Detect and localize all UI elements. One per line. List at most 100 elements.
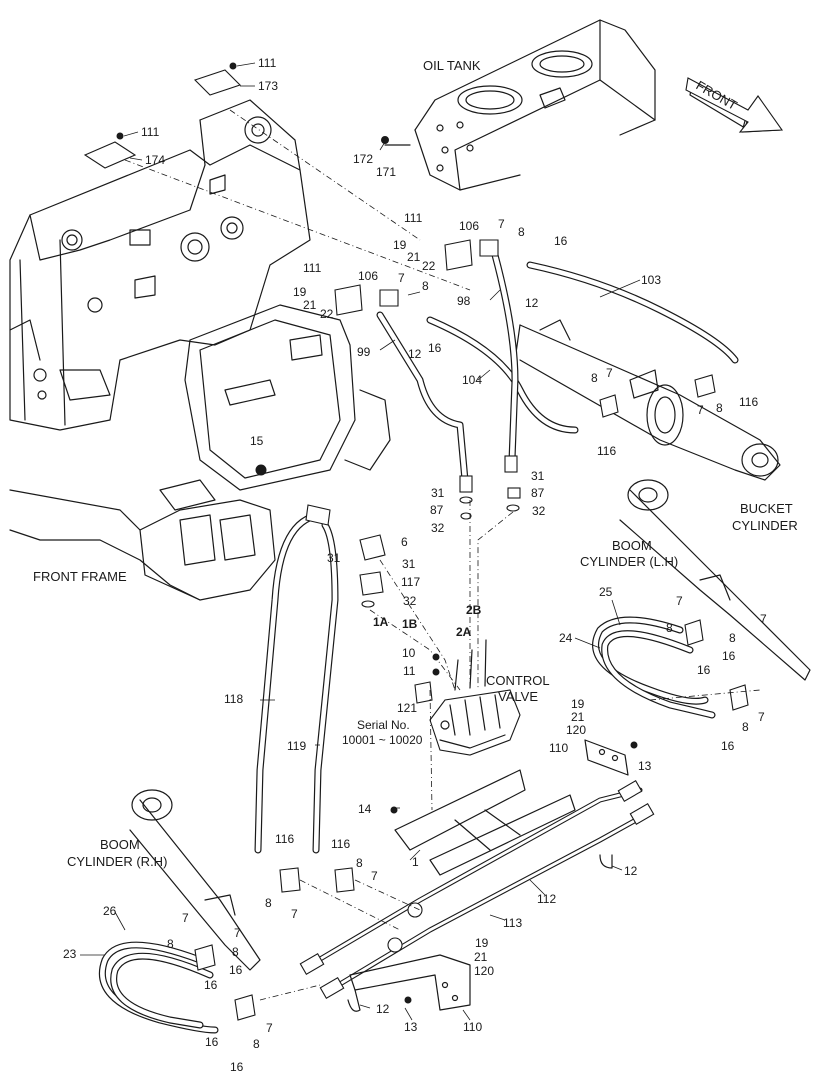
callout-number: 1 xyxy=(412,855,419,869)
callout-number: 12 xyxy=(624,864,638,878)
callout-number: 8 xyxy=(265,896,272,910)
callout-number: 121 xyxy=(397,701,417,715)
callout-number: 24 xyxy=(559,631,573,645)
callout-number: 116 xyxy=(275,832,294,846)
callout-number: 12 xyxy=(376,1002,390,1016)
callout-number: 111 xyxy=(404,211,423,225)
pipe-clamp-bracket-lower xyxy=(347,954,471,1012)
callout-number: 10 xyxy=(402,646,416,660)
callout-number: 117 xyxy=(401,575,420,589)
callout-number: 8 xyxy=(356,856,363,870)
callout-number: 22 xyxy=(320,307,334,321)
front-frame-title: FRONT FRAME xyxy=(33,569,127,584)
boom-cylinder-lh-drawing xyxy=(619,479,811,681)
callout-number: 8 xyxy=(742,720,749,734)
callout-number: 7 xyxy=(498,217,505,231)
front-frame-drawing xyxy=(9,99,391,601)
callout-number: 19 xyxy=(571,697,585,711)
callout-number: 8 xyxy=(729,631,736,645)
callout-number: 21 xyxy=(474,950,488,964)
callout-number: 16 xyxy=(428,341,442,355)
callout-number: 8 xyxy=(232,945,239,959)
callout-number: 116 xyxy=(739,395,758,409)
callout-number: 19 xyxy=(475,936,489,950)
callout-number: 16 xyxy=(204,978,218,992)
callout-number: 32 xyxy=(431,521,445,535)
callout-number: 171 xyxy=(376,165,396,179)
callout-number: 87 xyxy=(430,503,444,517)
callout-number: 112 xyxy=(537,892,556,906)
callout-number: 8 xyxy=(167,937,174,951)
callout-number: 120 xyxy=(566,723,586,737)
serial-number-range: 10001 ~ 10020 xyxy=(342,733,423,747)
callout-number: 7 xyxy=(371,869,378,883)
callout-number: 11 xyxy=(403,664,416,678)
callout-number: 7 xyxy=(182,911,189,925)
callout-number: 16 xyxy=(230,1060,244,1074)
callout-number: 16 xyxy=(554,234,568,248)
callout-number: 116 xyxy=(331,837,350,851)
callout-number: 13 xyxy=(638,759,652,773)
callout-number: 7 xyxy=(758,710,765,724)
callout-number: 7 xyxy=(398,271,405,285)
callout-number: 113 xyxy=(503,916,522,930)
callout-number: 7 xyxy=(676,594,683,608)
callout-number: 31 xyxy=(531,469,545,483)
boom-cylinder-lh-title-2: CYLINDER (L.H) xyxy=(580,554,678,569)
front-direction-arrow xyxy=(685,77,784,133)
callout-number: 7 xyxy=(291,907,298,921)
callout-number: 15 xyxy=(250,434,264,448)
callout-number: 111 xyxy=(303,261,322,275)
callout-number: 172 xyxy=(353,152,373,166)
callout-number: 106 xyxy=(459,219,479,233)
callout-number: 13 xyxy=(404,1020,418,1034)
callout-number: 31 xyxy=(431,486,445,500)
bucket-cylinder-title-2: CYLINDER xyxy=(732,518,798,533)
callout-number: 31 xyxy=(327,551,341,565)
bucket-cylinder-drawing xyxy=(514,319,781,481)
control-valve-title-2: VALVE xyxy=(498,689,538,704)
callout-number: 12 xyxy=(525,296,539,310)
callout-number: 21 xyxy=(407,250,421,264)
callout-number: 21 xyxy=(571,710,585,724)
pipe-clamp-bracket-right xyxy=(584,739,629,869)
callout-number: 7 xyxy=(606,366,613,380)
callout-number: 111 xyxy=(141,125,160,139)
callout-number: 8 xyxy=(666,621,673,635)
callout-number: 8 xyxy=(518,225,525,239)
callout-number: 26 xyxy=(103,904,117,918)
callout-number: 32 xyxy=(532,504,546,518)
oil-tank-title: OIL TANK xyxy=(423,58,481,73)
callout-number: 31 xyxy=(402,557,416,571)
callout-number: 7 xyxy=(760,612,767,626)
port-label-2a: 2A xyxy=(456,625,472,639)
callout-number: 104 xyxy=(462,373,482,387)
callout-number: 110 xyxy=(549,741,568,755)
serial-number-label: Serial No. xyxy=(357,718,410,732)
callout-number: 14 xyxy=(358,802,372,816)
reference-lines xyxy=(124,109,761,1001)
port-label-1a: 1A xyxy=(373,615,389,629)
callout-number: 23 xyxy=(63,947,77,961)
callout-number: 87 xyxy=(531,486,545,500)
callout-number: 110 xyxy=(463,1020,482,1034)
callout-number: 16 xyxy=(229,963,243,977)
valve-bracket-drawing xyxy=(394,769,576,876)
port-label-1b: 1B xyxy=(402,617,418,631)
boom-cylinder-lh-title-1: BOOM xyxy=(612,538,652,553)
leader-lines xyxy=(80,62,641,1021)
bucket-cylinder-title-1: BUCKET xyxy=(740,501,793,516)
callout-number: 120 xyxy=(474,964,494,978)
callout-number: 16 xyxy=(205,1035,219,1049)
fittings xyxy=(83,62,749,1021)
boom-cylinder-rh-title-2: CYLINDER (R.H) xyxy=(67,854,167,869)
callout-number: 12 xyxy=(408,347,422,361)
callout-number: 21 xyxy=(303,298,317,312)
callout-number: 8 xyxy=(253,1037,260,1051)
callout-number: 103 xyxy=(641,273,661,287)
callout-number: 173 xyxy=(258,79,278,93)
callout-number: 16 xyxy=(721,739,735,753)
callout-number: 8 xyxy=(591,371,598,385)
control-valve-drawing xyxy=(429,639,521,756)
callout-number: 8 xyxy=(422,279,429,293)
